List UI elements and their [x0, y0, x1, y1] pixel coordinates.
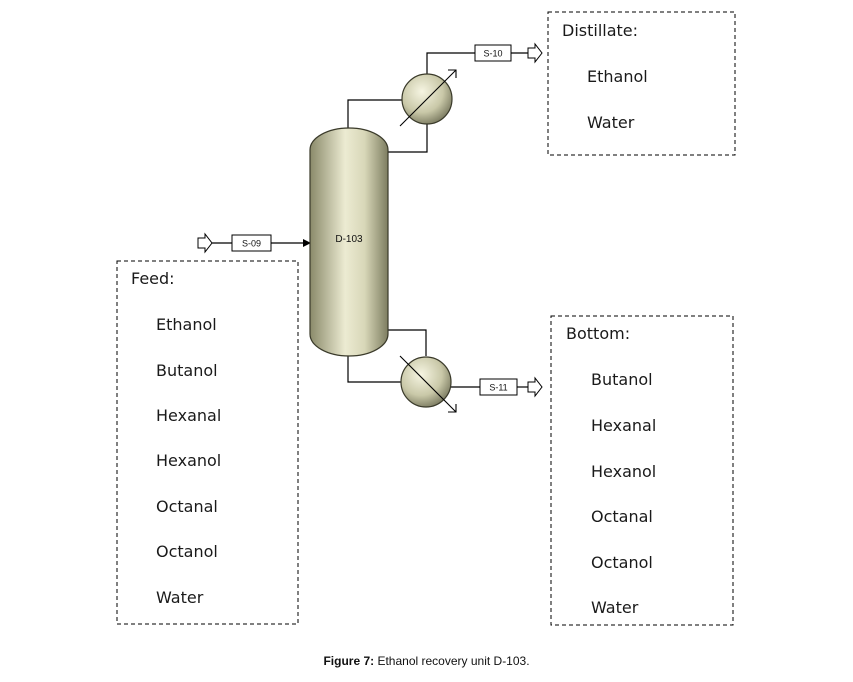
feed-item: Butanol [156, 361, 218, 380]
stream-tag-feed-label: S-09 [242, 239, 261, 249]
feed-item: Octanal [156, 497, 218, 516]
bottom-item: Water [591, 598, 639, 617]
distillate-item: Water [587, 113, 635, 132]
stream-tag-feed: S-09 [231, 234, 272, 252]
figure-caption-label: Figure 7: [323, 654, 375, 668]
feed-inlet-arrow [197, 232, 213, 254]
bottom-item: Hexanal [591, 416, 656, 435]
distillate-box-title: Distillate: [562, 21, 638, 40]
stream-tag-distillate-label: S-10 [483, 49, 502, 59]
bottom-item: Octanal [591, 507, 653, 526]
bottom-item: Octanol [591, 553, 653, 572]
stream-tag-distillate: S-10 [474, 44, 512, 62]
bottom-item: Butanol [591, 370, 653, 389]
stream-tag-bottom-label: S-11 [489, 383, 507, 393]
feed-item: Octanol [156, 542, 218, 561]
column-label: D-103 [335, 234, 363, 245]
distillate-item: Ethanol [587, 67, 648, 86]
feed-item: Ethanol [156, 315, 217, 334]
distillate-outlet-arrow [527, 42, 543, 64]
figure-caption: Figure 7: Ethanol recovery unit D-103. [0, 654, 853, 668]
reboiler [399, 355, 457, 413]
feed-item: Hexanol [156, 451, 221, 470]
process-diagram: S-09 S-10 S-11 D-103 Distillate: Ethanol… [116, 11, 736, 626]
figure-caption-text: Ethanol recovery unit D-103. [374, 654, 530, 668]
condenser [399, 69, 457, 127]
bottom-item: Hexanol [591, 462, 656, 481]
feed-composition-box: Feed: Ethanol Butanol Hexanal Hexanol Oc… [116, 260, 299, 625]
feed-box-title: Feed: [131, 269, 175, 288]
feed-item: Hexanal [156, 406, 221, 425]
bottom-box-title: Bottom: [566, 324, 630, 343]
piping [212, 52, 528, 388]
distillate-composition-box: Distillate: Ethanol Water [547, 11, 736, 156]
distillation-column: D-103 [309, 127, 389, 357]
stream-tag-bottom: S-11 [479, 378, 518, 396]
feed-item: Water [156, 588, 204, 607]
bottom-composition-box: Bottom: Butanol Hexanal Hexanol Octanal … [550, 315, 734, 626]
bottom-outlet-arrow [527, 376, 543, 398]
